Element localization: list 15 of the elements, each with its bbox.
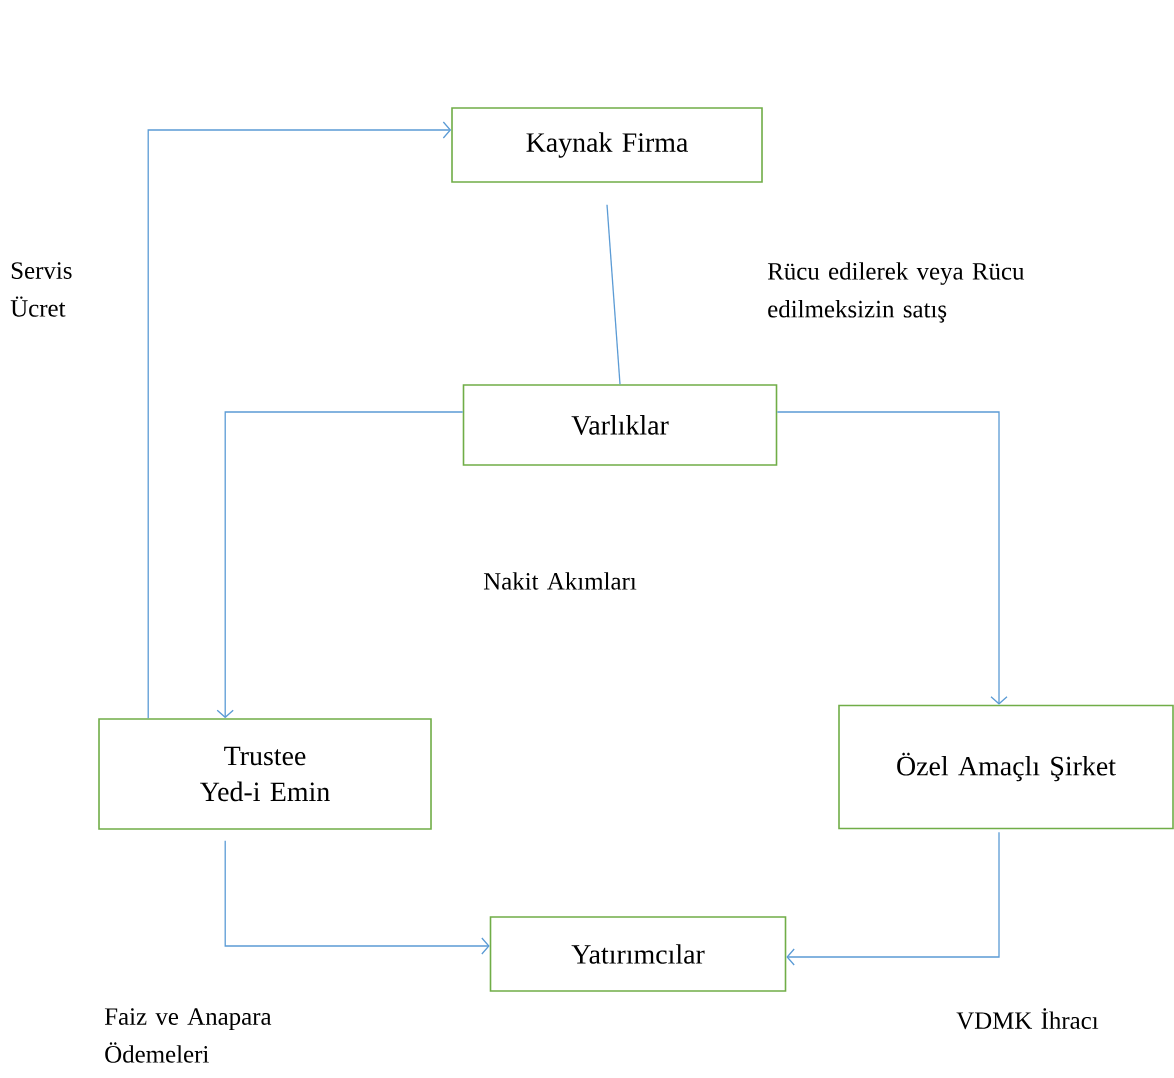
process-box: Varlıklar	[462, 384, 778, 466]
annotation-text: VDMK İhracı	[956, 1008, 1099, 1030]
annotation-text: Rücu edilerek veya Rücu edilmeksizin satış	[767, 262, 1025, 323]
annotation-text: Faiz ve Anapara Ödemeleri	[104, 1008, 272, 1063]
process-box: Yatırımcılar	[489, 916, 787, 992]
process-box: Trustee Yed-i Emin	[98, 718, 432, 830]
arrow	[776, 411, 1008, 705]
process-box: Özel Amaçlı Şirket	[838, 704, 1174, 830]
annotation-text: Servis Ücret	[10, 262, 72, 317]
arrow	[216, 411, 464, 719]
arrow	[147, 121, 452, 719]
annotation-text: Nakit Akımları	[483, 572, 637, 590]
arrow	[786, 831, 1000, 966]
arrow	[224, 840, 490, 955]
process-box: Kaynak Firma	[451, 107, 763, 183]
